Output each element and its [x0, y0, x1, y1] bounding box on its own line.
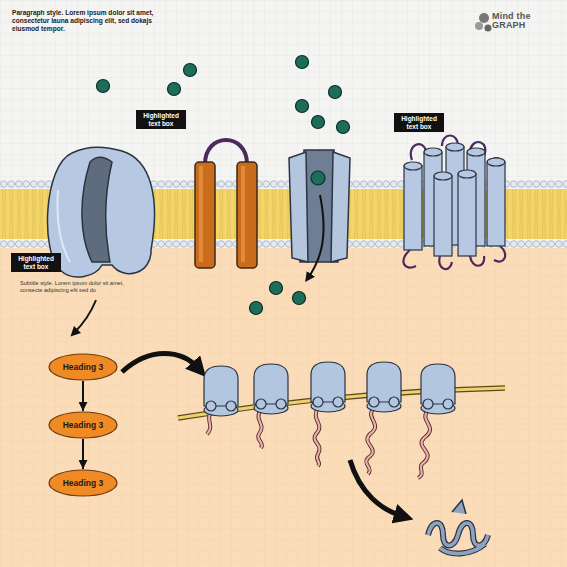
- receptor: [404, 166, 422, 250]
- highlight-box: Highlighted text box: [394, 113, 444, 132]
- transporter: [289, 150, 350, 262]
- molecule: [329, 86, 342, 99]
- process-arrow: [74, 300, 96, 333]
- molecule: [97, 80, 110, 93]
- receptor: [487, 162, 505, 246]
- ion-channel: [48, 147, 155, 277]
- molecule: [97, 56, 350, 315]
- ribosome: [254, 364, 288, 414]
- molecule: [337, 121, 350, 134]
- ion-channel: [48, 147, 155, 277]
- ion-channel: [82, 158, 112, 263]
- flow-arrow: [82, 381, 84, 411]
- oval-outline: [49, 354, 117, 380]
- pore-protein: [195, 140, 257, 268]
- highlight-box: Highlighted text box: [11, 253, 61, 272]
- molecule: [270, 282, 283, 295]
- pore-protein: [237, 162, 257, 268]
- ribosome: [311, 362, 345, 412]
- ribosome: [204, 366, 238, 416]
- transporter: [331, 152, 350, 262]
- molecule: [296, 100, 309, 113]
- background: [0, 248, 567, 567]
- pore-protein: [195, 162, 215, 268]
- molecule: [311, 171, 325, 185]
- ion-channel: [58, 190, 71, 262]
- ribosome: [367, 362, 401, 412]
- flow-arrow: [82, 439, 84, 469]
- receptor: [487, 158, 505, 166]
- node-text: Highlighted text box: [14, 255, 58, 269]
- receptor: [446, 143, 464, 151]
- oval-outline: [49, 412, 117, 438]
- node-text: Highlighted text box: [397, 115, 441, 129]
- process-arrow: [122, 354, 198, 373]
- node-text: Heading 3: [63, 362, 104, 372]
- molecule: [168, 83, 181, 96]
- transporter: [289, 152, 308, 262]
- process-arrow: [350, 460, 402, 516]
- logo-icon: [479, 13, 489, 23]
- logo-icon: [475, 22, 483, 30]
- node-text: Highlighted text box: [139, 112, 183, 126]
- paragraph-text: Paragraph style. Lorem ipsum dolor sit a…: [12, 9, 166, 34]
- receptor: [458, 174, 476, 256]
- heading-oval: Heading 3: [48, 411, 118, 439]
- folded-protein: [452, 500, 466, 514]
- node-text: Heading 3: [63, 478, 104, 488]
- logo-text: Mind the GRAPH: [492, 12, 558, 31]
- subtitle-text: Subtitle style. Lorem ipsum dolor sit am…: [20, 280, 124, 295]
- oval-outline: [49, 470, 117, 496]
- transport-arrow: [308, 195, 324, 278]
- receptor: [424, 148, 442, 156]
- receptor: [458, 170, 476, 178]
- pore-protein: [205, 140, 247, 164]
- molecule: [184, 64, 197, 77]
- highlight-box: Highlighted text box: [136, 110, 186, 129]
- ribosome: [204, 362, 455, 416]
- receptor: [403, 136, 505, 270]
- heading-oval: Heading 3: [48, 353, 118, 381]
- logo-icon: [475, 13, 492, 32]
- node-text: Heading 3: [63, 420, 104, 430]
- pore-protein: [199, 166, 203, 262]
- receptor: [434, 176, 452, 256]
- folded-protein: [428, 523, 488, 554]
- ribosome: [421, 364, 455, 414]
- peptide-chain: [207, 408, 430, 478]
- peptide-chain: [207, 408, 430, 478]
- logo-icon: [485, 25, 492, 32]
- molecule: [250, 302, 263, 315]
- folded-protein: [428, 500, 488, 554]
- molecule: [293, 292, 306, 305]
- pore-protein: [241, 166, 245, 262]
- background: [0, 248, 567, 567]
- molecule: [296, 56, 309, 69]
- receptor: [404, 162, 422, 170]
- receptor: [467, 148, 485, 156]
- folded-protein: [428, 523, 488, 554]
- peptide-chain: [207, 408, 430, 478]
- heading-oval: Heading 3: [48, 469, 118, 497]
- receptor: [434, 172, 452, 180]
- receptor: [403, 246, 505, 269]
- molecule: [312, 116, 325, 129]
